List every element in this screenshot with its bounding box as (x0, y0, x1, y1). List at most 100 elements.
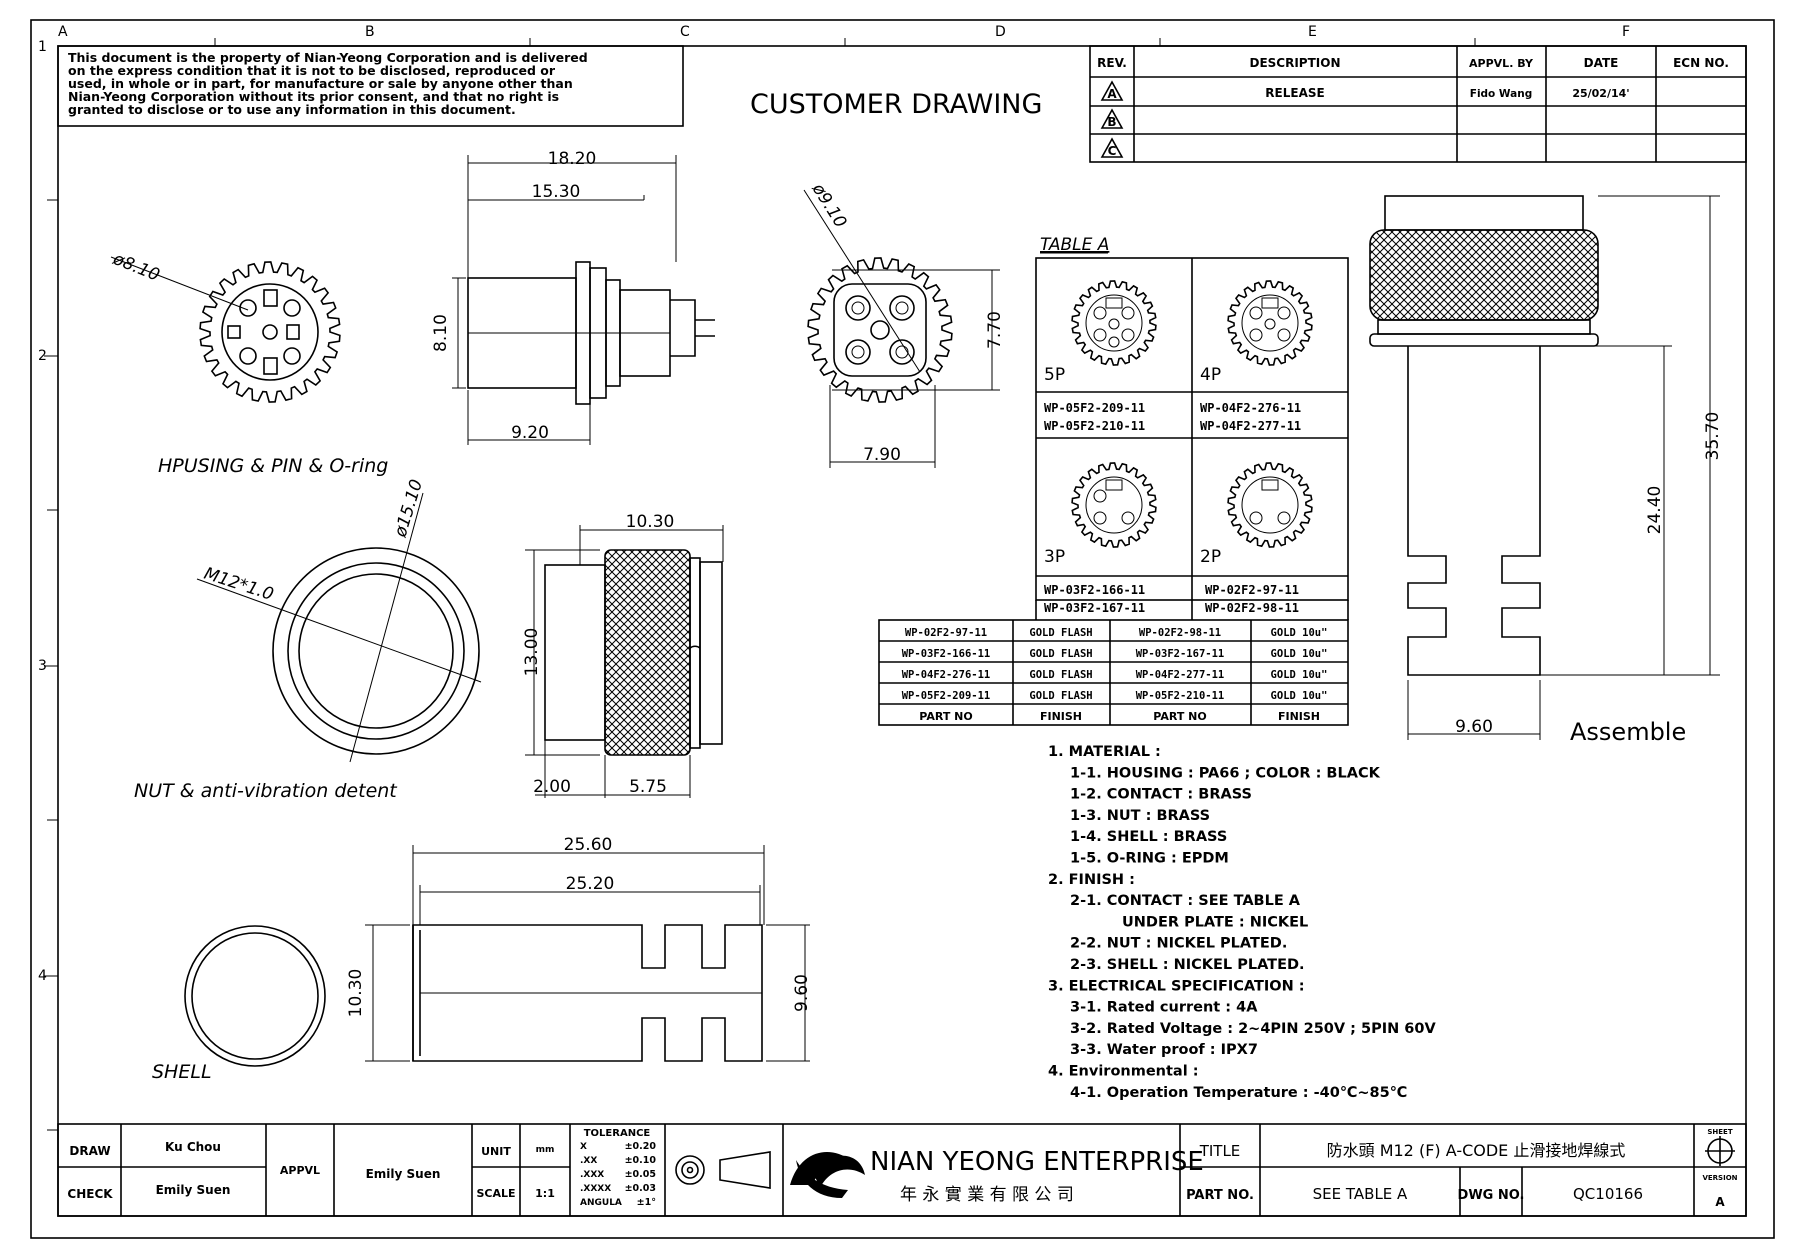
rev-header-ecn: ECN NO. (1673, 56, 1729, 70)
housing-gear-outline (199, 261, 341, 403)
label-assemble: Assemble (1570, 718, 1686, 746)
rev-header-rev: REV. (1097, 56, 1127, 70)
title-label: TITLE (1199, 1142, 1241, 1160)
dim-assembly-9-60: 9.60 (1455, 717, 1493, 737)
partno-value: SEE TABLE A (1313, 1185, 1408, 1203)
spec-note-line: 3. ELECTRICAL SPECIFICATION : (1048, 978, 1305, 994)
nut-knurl (604, 549, 691, 756)
spec-note-line: 4-1. Operation Temperature : -40℃~85℃ (1070, 1085, 1407, 1101)
finish-cell: GOLD 10u" (1271, 669, 1328, 681)
spec-note-line: 2-3. SHELL : NICKEL PLATED. (1070, 957, 1305, 973)
projection-symbol-icon (675, 1151, 771, 1189)
unit-value: mm (536, 1145, 555, 1155)
table-a-4p-part-1: WP-04F2-276-11 (1200, 401, 1301, 415)
spec-note-line: 4. Environmental : (1048, 1064, 1199, 1080)
finish-cell: WP-04F2-277-11 (1136, 669, 1225, 681)
table-a-3p-part-2: WP-03F2-167-11 (1044, 601, 1145, 615)
grid-row-1: 1 (38, 39, 47, 55)
spec-note-line: 1-1. HOUSING : PA66 ; COLOR : BLACK (1070, 765, 1381, 781)
dim-13-00: 13.00 (522, 628, 542, 677)
finish-header-finish-2: FINISH (1278, 710, 1320, 723)
appvl-label: APPVL (280, 1164, 320, 1177)
grid-row-3: 3 (38, 658, 47, 674)
pin-gear-outline (807, 257, 953, 403)
spec-note-line: 3-2. Rated Voltage : 2~4PIN 250V ; 5PIN … (1070, 1021, 1436, 1037)
scale-label: SCALE (476, 1187, 515, 1200)
table-a-3p-label: 3P (1044, 547, 1065, 567)
table-a-5p-label: 5P (1044, 365, 1065, 385)
tolerance-value: ±1° (637, 1197, 656, 1208)
tolerance-key: X (580, 1142, 587, 1152)
grid-col-d: D (995, 24, 1006, 40)
spec-note-line: 1. MATERIAL : (1048, 744, 1161, 760)
rev-a-date: 25/02/14' (1572, 87, 1629, 100)
rev-header-date: DATE (1584, 56, 1619, 70)
rev-header-description: DESCRIPTION (1249, 56, 1340, 70)
finish-cell: GOLD FLASH (1029, 627, 1092, 639)
sheet-label: SHEET (1707, 1128, 1732, 1136)
grid-col-b: B (365, 24, 375, 40)
finish-header-part-2: PART NO (1153, 710, 1206, 723)
grid-columns: A B C D E F (58, 24, 1630, 46)
check-label: CHECK (67, 1187, 113, 1201)
disclaimer-line-5: granted to disclose or to use any inform… (68, 102, 516, 117)
table-a-3p-part-1: WP-03F2-166-11 (1044, 583, 1145, 597)
appvl-value: Emily Suen (366, 1167, 441, 1181)
finish-cell: GOLD 10u" (1271, 627, 1328, 639)
table-a-5p-icon (1071, 280, 1157, 366)
housing-side-view: 18.20 15.30 9.20 8.10 (431, 149, 715, 445)
spec-note-line: 2. FINISH : (1048, 872, 1135, 888)
assembly-knurl (1369, 229, 1599, 321)
grid-col-a: A (58, 24, 68, 40)
rev-c-letter: C (1108, 144, 1117, 158)
table-a-title: TABLE A (1040, 235, 1109, 255)
dwgno-value: QC10166 (1573, 1185, 1643, 1203)
table-a-4p-icon (1227, 280, 1313, 366)
check-value: Emily Suen (156, 1183, 231, 1197)
finish-cell: GOLD 10u" (1271, 648, 1328, 660)
dwgno-label: DWG NO. (1458, 1188, 1525, 1203)
finish-cell: WP-05F2-210-11 (1136, 690, 1225, 702)
dim-7-70: 7.70 (985, 311, 1005, 349)
rev-a-description: RELEASE (1265, 86, 1324, 100)
rev-a-appvl: Fido Wang (1470, 88, 1532, 100)
rev-b-letter: B (1107, 115, 1116, 129)
finish-header-finish-1: FINISH (1040, 710, 1082, 723)
dim-15-10: ø15.10 (390, 477, 427, 540)
grid-row-2: 2 (38, 348, 47, 364)
dim-shell-9-60: 9.60 (792, 974, 812, 1012)
draw-label: DRAW (69, 1144, 110, 1158)
table-a-4p-label: 4P (1200, 365, 1221, 385)
scale-value: 1:1 (535, 1187, 555, 1200)
spec-notes: 1. MATERIAL : 1-1. HOUSING : PA66 ; COLOR… (1048, 744, 1436, 1101)
finish-cell: WP-02F2-97-11 (905, 627, 987, 639)
title-value: 防水頭 M12 (F) A-CODE 止滑接地焊線式 (1327, 1141, 1626, 1160)
tolerance-value: ±0.10 (625, 1155, 657, 1166)
dim-24-40: 24.40 (1645, 486, 1665, 535)
dim-25-20: 25.20 (566, 874, 615, 894)
tolerance-title: TOLERANCE (584, 1128, 651, 1139)
draw-value: Ku Chou (165, 1140, 221, 1154)
finish-cell: WP-03F2-166-11 (902, 648, 991, 660)
dim-housing-dia: ø8.10 (109, 249, 162, 286)
table-a-3p-icon (1071, 462, 1157, 548)
spec-note-line: 1-4. SHELL : BRASS (1070, 829, 1227, 845)
dim-35-70: 35.70 (1703, 412, 1723, 461)
rev-a-letter: A (1107, 87, 1117, 101)
spec-note-line: UNDER PLATE : NICKEL (1122, 914, 1308, 930)
finish-cell: GOLD FLASH (1029, 669, 1092, 681)
spec-note-line: 1-3. NUT : BRASS (1070, 808, 1210, 824)
spec-note-line: 3-1. Rated current : 4A (1070, 1000, 1258, 1016)
disclaimer-line-4: Nian-Yeong Corporation without its prior… (68, 89, 559, 104)
tolerance-value: ±0.03 (625, 1183, 656, 1194)
company-logo-icon (790, 1152, 865, 1198)
tolerance-key: .XX (580, 1156, 597, 1166)
grid-rows: 1 2 3 4 (38, 39, 58, 1131)
label-housing: HPUSING & PIN & O-ring (158, 455, 388, 477)
dim-shell-10-30: 10.30 (346, 969, 366, 1018)
table-a-2p-label: 2P (1200, 547, 1221, 567)
dim-7-90: 7.90 (863, 445, 901, 465)
grid-row-4: 4 (38, 968, 47, 984)
partno-label: PART NO. (1186, 1188, 1254, 1203)
